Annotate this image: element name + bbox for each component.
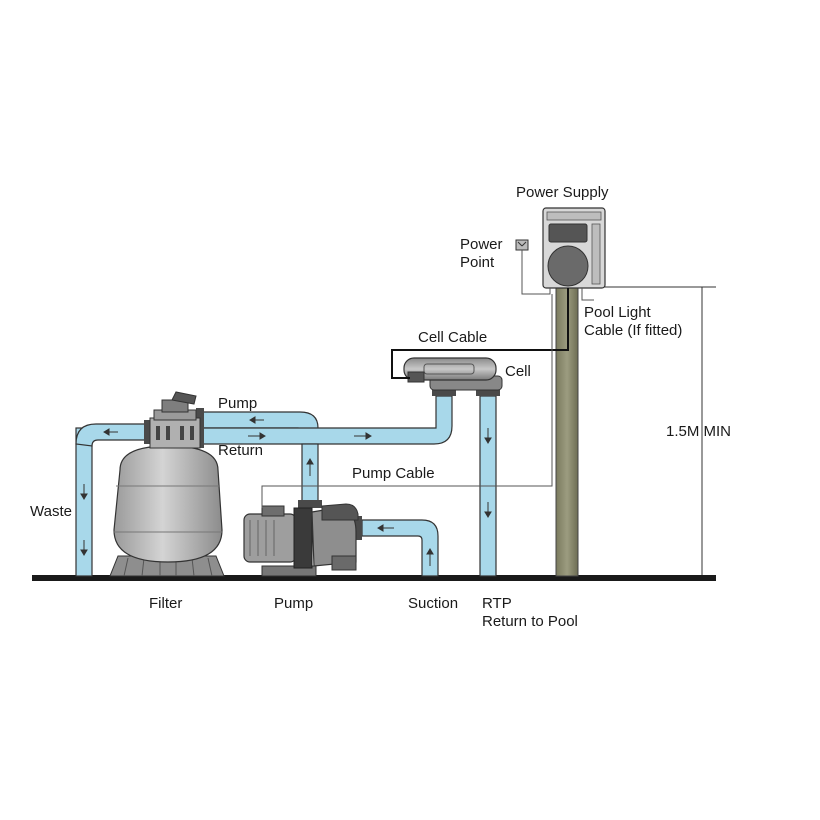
label-pool-light-line2: Cable (If fitted)	[584, 322, 683, 339]
label-cell: Cell	[505, 363, 531, 380]
chlorinator-cell	[403, 357, 503, 391]
waste-pipe-elbow	[75, 423, 149, 447]
label-suction: Suction	[408, 595, 459, 612]
label-power-point-line1: Power	[460, 236, 503, 253]
label-rtp-line1: RTP	[482, 595, 512, 612]
label-return-line: Return	[218, 442, 264, 459]
sand-filter	[109, 391, 225, 577]
flow-arrows	[80, 416, 492, 566]
pump-cable-line	[261, 294, 553, 508]
label-pump: Pump	[274, 595, 314, 612]
label-power-point-line2: Point	[460, 254, 495, 271]
label-waste: Waste	[30, 503, 72, 520]
label-power-supply: Power Supply	[516, 184, 609, 201]
ground-line	[32, 575, 716, 581]
label-pool-light-line1: Pool Light	[584, 304, 651, 321]
power-supply-unit	[542, 207, 606, 289]
label-rtp-line2: Return to Pool	[482, 613, 578, 630]
label-filter: Filter	[149, 595, 183, 612]
pool-light-cable-line	[581, 288, 594, 301]
label-height: 1.5M MIN	[666, 423, 732, 440]
pool-pump	[243, 503, 359, 577]
label-pump-line: Pump	[218, 395, 258, 412]
label-pump-cable: Pump Cable	[352, 465, 435, 482]
label-cell-cable: Cell Cable	[418, 329, 488, 346]
power-point-cable	[521, 250, 551, 295]
cell-cable-line	[391, 288, 569, 379]
cables	[261, 250, 594, 508]
suction-pipe	[361, 519, 439, 577]
power-point-socket	[515, 239, 529, 251]
